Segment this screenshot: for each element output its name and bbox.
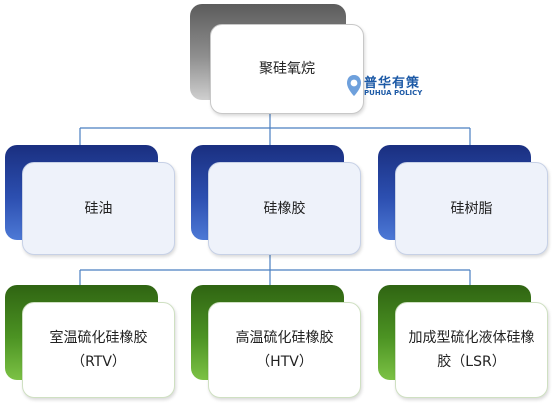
node-silicone-oil-card: 硅油 bbox=[22, 162, 175, 255]
node-root-card: 聚硅氧烷 bbox=[210, 24, 364, 114]
node-rtv-label: 室温硫化硅橡胶（RTV） bbox=[49, 330, 148, 370]
node-silicone-rubber-label: 硅橡胶 bbox=[263, 200, 306, 217]
node-root-label: 聚硅氧烷 bbox=[259, 61, 315, 77]
logo-name-en: PUHUA POLICY bbox=[364, 89, 423, 97]
node-lsr-label: 加成型硫化液体硅橡胶（LSR） bbox=[408, 330, 535, 370]
node-silicone-oil-label: 硅油 bbox=[84, 200, 113, 217]
node-lsr-card: 加成型硫化液体硅橡胶（LSR） bbox=[395, 302, 548, 398]
node-htv-label: 高温硫化硅橡胶（HTV） bbox=[235, 330, 334, 370]
node-silicone-resin-card: 硅树脂 bbox=[395, 162, 548, 255]
node-htv-card: 高温硫化硅橡胶（HTV） bbox=[208, 302, 361, 398]
logo-name-cn: 普华有策 bbox=[364, 76, 421, 91]
puhua-logo-icon bbox=[347, 75, 361, 96]
puhua-policy-logo: 普华有策 PUHUA POLICY bbox=[346, 72, 436, 102]
node-silicone-resin-label: 硅树脂 bbox=[450, 200, 493, 217]
node-rtv-card: 室温硫化硅橡胶（RTV） bbox=[22, 302, 175, 398]
node-silicone-rubber-card: 硅橡胶 bbox=[208, 162, 361, 255]
